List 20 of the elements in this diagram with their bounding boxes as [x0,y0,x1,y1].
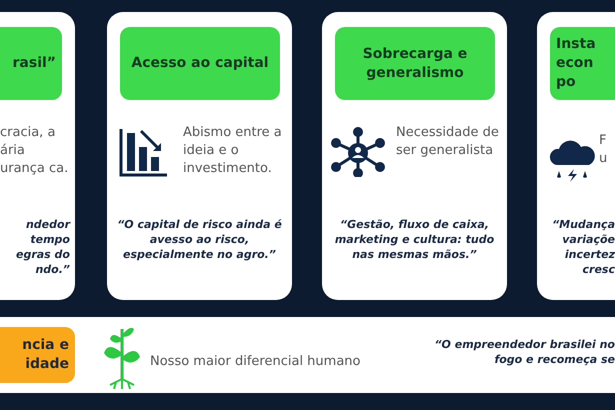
heading-box: Acesso ao capital [120,27,280,100]
card-background [537,12,615,300]
description-text: cracia, a ária urança ca. [0,124,70,178]
card-background [107,12,292,300]
quote-text: ndedor tempo egras do ndo.” [15,217,70,277]
heading-box: rasil” [0,27,62,100]
quote-text: “O empreendedor brasilei no fogo e recomeça se [433,337,615,367]
card-background [0,12,75,300]
description-text: Abismo entre a ideia e o investimento. [183,124,283,178]
description-text: Nosso maior diferencial humano [150,353,362,371]
heading-box: Insta econ po [550,27,615,100]
heading-box: Sobrecarga e generalismo [335,27,495,100]
description-text: Necessidade de ser generalista [396,124,500,160]
quote-text: “Mudança variaçõe incertez cresc [551,217,615,277]
description-text: F u [599,132,608,168]
card-background [0,317,615,393]
card-background [322,12,507,300]
quote-text: “O capital de risco ainda é avesso ao risco, especialmente no agro.” [116,217,283,262]
quote-text: “Gestão, fluxo de caixa, marketing e cultura: tudo nas mesmas mãos.” [334,217,496,262]
heading-box: ncia e idade [0,327,75,383]
